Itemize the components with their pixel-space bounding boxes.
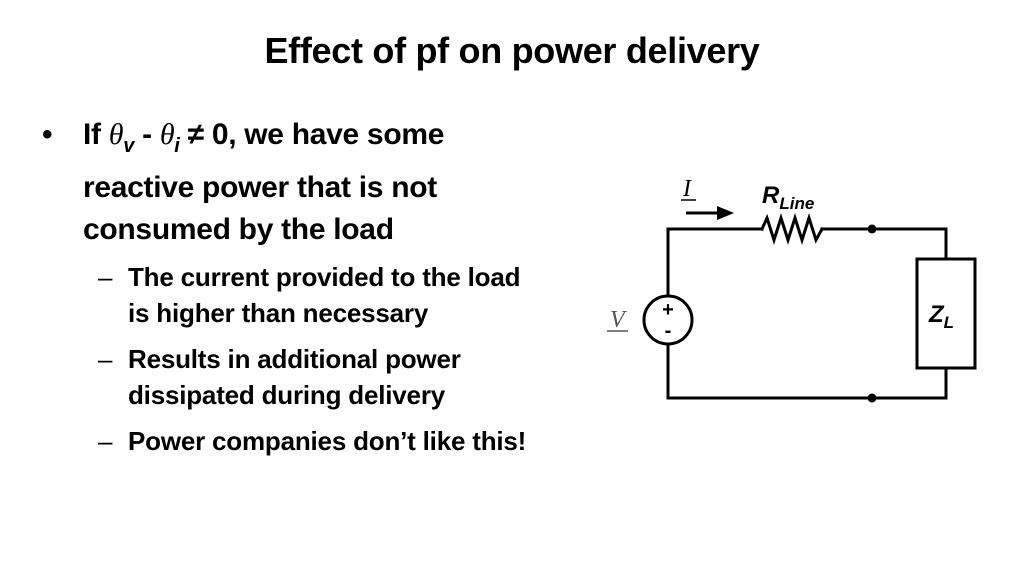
junction-dot-top bbox=[867, 224, 877, 234]
theta-i-subscript: i bbox=[174, 135, 180, 157]
sub-bullet-text: Results in additional power dissipated d… bbox=[128, 344, 461, 410]
sub-bullet-text: The current provided to the load is high… bbox=[128, 262, 521, 328]
circuit-diagram: I RLine + - V ZL bbox=[607, 176, 977, 403]
sub-bullet-list: – The current provided to the load is hi… bbox=[40, 259, 540, 459]
resistor-label-sub: Line bbox=[779, 194, 814, 213]
source-minus-sign: - bbox=[665, 320, 672, 342]
wire-top-right bbox=[820, 227, 948, 261]
sub-bullet-text: Power companies don’t like this! bbox=[128, 426, 527, 456]
sub-bullet-marker: – bbox=[98, 344, 113, 374]
wire-bottom bbox=[666, 342, 948, 400]
wire-top-left bbox=[666, 227, 764, 298]
voltage-source bbox=[642, 294, 694, 346]
theta-v-symbol: θ bbox=[108, 118, 124, 151]
load-label: ZL bbox=[928, 301, 954, 332]
current-arrow bbox=[686, 206, 734, 220]
bullet-marker: • bbox=[42, 118, 53, 151]
junction-dot-bottom bbox=[867, 393, 877, 403]
theta-v-subscript: v bbox=[123, 135, 135, 157]
source-label: V bbox=[610, 307, 627, 333]
slide-title: Effect of pf on power delivery bbox=[264, 30, 760, 71]
not-equal-sign: ≠ bbox=[187, 118, 204, 151]
sub-bullet-item: – Results in additional power dissipated… bbox=[40, 341, 540, 413]
resistor-label: RLine bbox=[762, 182, 814, 213]
current-label: I bbox=[682, 176, 692, 202]
bullet-prefix: If bbox=[83, 118, 101, 151]
resistor-symbol bbox=[760, 213, 825, 245]
load-label-main: Z bbox=[928, 301, 945, 328]
resistor-label-main: R bbox=[762, 182, 780, 209]
bullet-main: • If θv - θi ≠ 0, we have some reactive … bbox=[40, 114, 540, 251]
load-label-sub: L bbox=[944, 313, 954, 332]
bullet-main-text: 0, we have some reactive power that is n… bbox=[83, 118, 445, 246]
source-plus-sign: + bbox=[662, 299, 674, 321]
bullet-list: • If θv - θi ≠ 0, we have some reactive … bbox=[40, 114, 540, 469]
theta-i-symbol: θ bbox=[159, 118, 175, 151]
sub-bullet-marker: – bbox=[98, 262, 113, 292]
circuit-wires bbox=[666, 213, 948, 400]
load-impedance-box bbox=[915, 257, 977, 370]
sub-bullet-item: – The current provided to the load is hi… bbox=[40, 259, 540, 331]
sub-bullet-marker: – bbox=[98, 426, 113, 456]
minus-sign: - bbox=[142, 118, 152, 151]
sub-bullet-item: – Power companies don’t like this! bbox=[40, 423, 540, 459]
